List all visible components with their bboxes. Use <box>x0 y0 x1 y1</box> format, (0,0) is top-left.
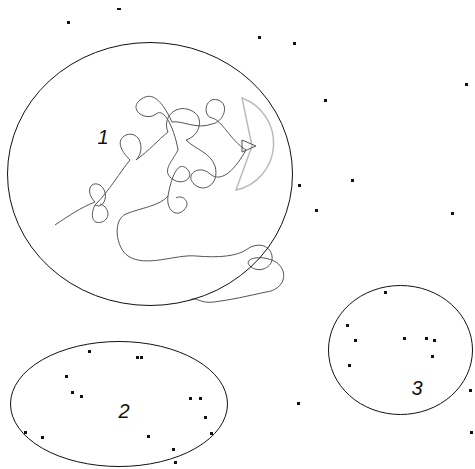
ellipse-outline <box>7 42 293 306</box>
scatter-dots <box>24 8 473 464</box>
ellipse-outline <box>328 285 473 415</box>
region-number: 3 <box>411 378 422 398</box>
robot-marker <box>242 140 256 152</box>
sensor-cone <box>236 98 274 190</box>
cluster-ellipse: 2 <box>10 341 228 467</box>
region-number: 2 <box>118 401 129 421</box>
cluster-ellipse: 3 <box>328 285 473 415</box>
region-number: 1 <box>97 127 108 147</box>
trajectory <box>55 96 284 302</box>
region-ellipse: 1 <box>7 42 293 306</box>
